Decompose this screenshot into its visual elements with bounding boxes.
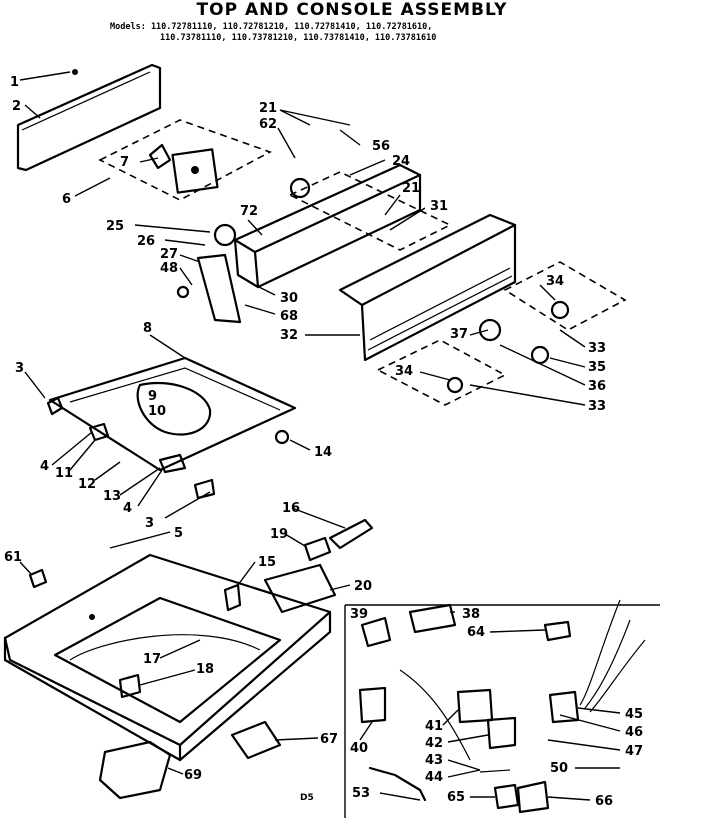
callout-11: 11 [55,466,73,481]
callout-18: 18 [196,662,214,677]
hinge-bracket [230,720,282,760]
callout-19: 19 [270,527,288,542]
callout-20: 20 [354,579,372,594]
callout-34-bottom: 34 [395,364,413,379]
callout-61: 61 [4,550,22,565]
callout-17: 17 [143,652,161,667]
callout-6: 6 [62,192,71,207]
callout-31: 31 [430,199,448,214]
callout-21-right: 21 [402,181,420,196]
callout-7: 7 [120,155,129,170]
callout-41: 41 [425,719,443,734]
callout-1: 1 [10,75,19,90]
callout-21-top: 21 [259,101,277,116]
callout-35: 35 [588,360,606,375]
callout-42: 42 [425,736,443,751]
models-line-1: Models: 110.72781110, 110.72781210, 110.… [110,22,433,32]
callout-15: 15 [258,555,276,570]
callout-33-top: 33 [588,341,606,356]
callout-46: 46 [625,725,643,740]
callout-26: 26 [137,234,155,249]
washer-top [3,553,332,762]
callout-64: 64 [467,625,485,640]
callout-3-top: 3 [15,361,24,376]
callout-39-left: 39 [350,607,368,622]
latch-bracket [176,253,242,324]
callout-9: 9 [148,389,157,404]
console-assembly [213,163,570,394]
callout-69: 69 [184,768,202,783]
callout-12: 12 [78,477,96,492]
bleach-dispenser [263,518,374,614]
callout-62: 62 [259,117,277,132]
console-end-panel [16,63,162,172]
callout-24: 24 [392,154,410,169]
dash-outline-knob-right [503,261,627,331]
callout-40: 40 [350,741,368,756]
callout-labels: 1 2 6 7 21 62 56 24 21 31 25 72 26 27 48… [4,75,643,809]
callout-43: 43 [425,753,443,768]
callout-14: 14 [314,445,332,460]
diagram-title: TOP AND CONSOLE ASSEMBLY [196,0,508,20]
callout-36: 36 [588,379,606,394]
callout-34-top: 34 [546,274,564,289]
dash-outline-knob-lower [376,339,507,406]
callout-47: 47 [625,744,643,759]
callout-27: 27 [160,247,178,262]
callout-3-bottom: 3 [145,516,154,531]
callout-66: 66 [595,794,613,809]
callout-37: 37 [450,327,468,342]
leader-lines [19,71,621,801]
footer-code: D5 [300,793,314,803]
callout-56: 56 [372,139,390,154]
callout-53: 53 [352,786,370,801]
callout-10: 10 [148,404,166,419]
callout-25: 25 [106,219,124,234]
lid-assembly [46,356,297,500]
callout-5: 5 [174,526,183,541]
callout-50: 50 [550,761,568,776]
callout-4-right: 4 [123,501,132,516]
wiring-harness-section [344,599,660,818]
callout-4-left: 4 [40,459,49,474]
callout-67: 67 [320,732,338,747]
callout-45: 45 [625,707,643,722]
callout-65: 65 [447,790,465,805]
callout-8: 8 [143,321,152,336]
fabric-softener-cup [98,740,172,800]
callout-68: 68 [280,309,298,324]
callout-48: 48 [160,261,178,276]
callout-44: 44 [425,770,443,785]
callout-33-bottom: 33 [588,399,606,414]
callout-72: 72 [240,204,258,219]
callout-13: 13 [103,489,121,504]
callout-38: 38 [462,607,480,622]
callout-30: 30 [280,291,298,306]
callout-16: 16 [282,501,300,516]
model-numbers: Models: 110.72781110, 110.72781210, 110.… [110,22,570,44]
dash-outline-control-bracket [98,119,272,201]
callout-2: 2 [12,99,21,114]
timer-switch-parts [148,143,219,194]
models-line-2: 110.73781110, 110.73781210, 110.73781410… [160,33,437,43]
callout-32: 32 [280,328,298,343]
dash-outline-console-top [288,171,452,251]
